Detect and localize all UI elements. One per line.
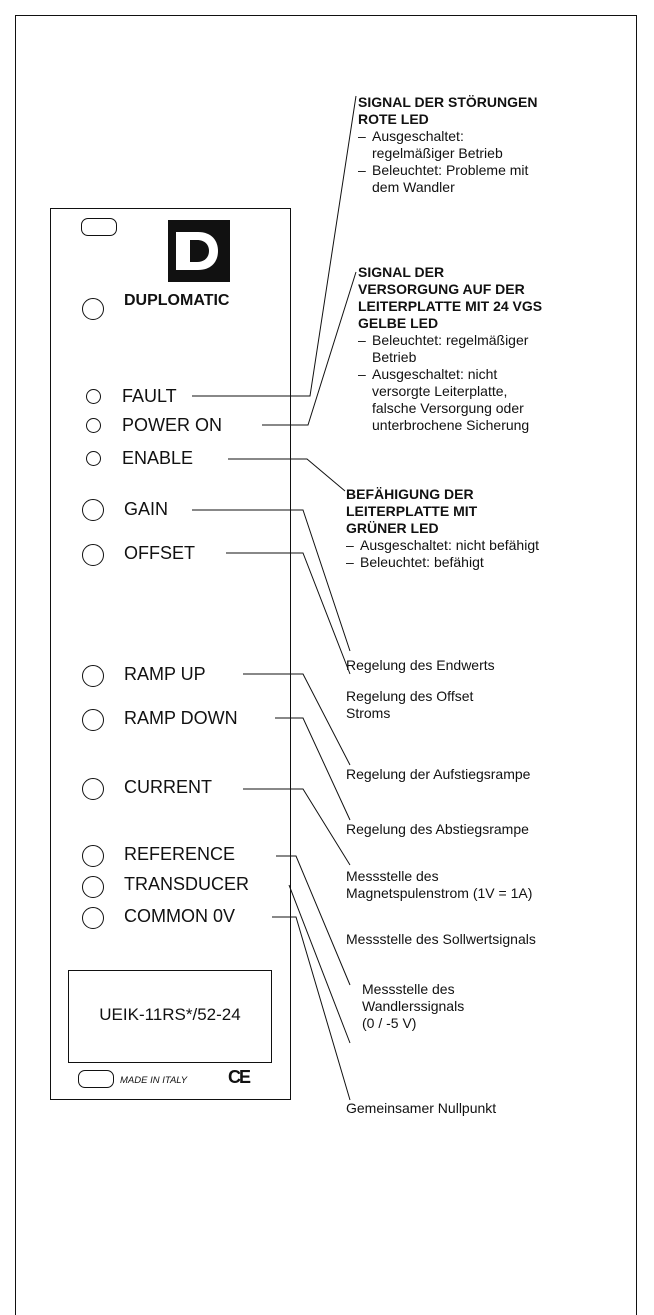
annotation-transducer-line-2: Wandlerssignals — [362, 998, 465, 1014]
annotation-power-bullet-1-line-2: Betrieb — [372, 349, 417, 365]
duplomatic-logo — [168, 220, 230, 282]
label-ramp-down: RAMP DOWN — [124, 708, 238, 728]
annotation-fault-title-1: SIGNAL DER STÖRUNGEN — [358, 94, 538, 110]
annotation-power-bullet-2-line-1: Ausgeschaltet: nicht — [372, 366, 498, 382]
annotation-current-line-1: Messstelle des — [346, 868, 439, 884]
annotation-enable-bullet-1: Ausgeschaltet: nicht befähigt — [346, 537, 539, 554]
annotation-enable-title-3: GRÜNER LED — [346, 520, 439, 536]
front-panel — [50, 208, 291, 1100]
model-code: UEIK-11RS*/52-24 — [99, 1005, 241, 1024]
pot-gain — [82, 499, 104, 521]
annotation-fault-bullet-1: Ausgeschaltet: regelmäßiger Betrieb — [358, 128, 537, 162]
annotation-reference: Messstelle des Sollwertsignals — [346, 931, 536, 948]
annotation-reference-line-1: Messstelle des Sollwertsignals — [346, 931, 536, 947]
annotation-ramp-down: Regelung des Abstiegsrampe — [346, 821, 529, 838]
annotation-fault-bullet-1-line-2: regelmäßiger Betrieb — [372, 145, 503, 161]
annotation-ramp-up: Regelung der Aufstiegsrampe — [346, 766, 530, 783]
label-power-on: POWER ON — [122, 415, 223, 435]
annotation-power-title-3: LEITERPLATTE MIT 24 VGS — [358, 298, 543, 314]
bottom-mounting-slot — [78, 1070, 114, 1088]
pot-ramp-up — [82, 665, 104, 687]
top-mounting-slot — [81, 218, 117, 236]
annotation-fault-bullet-2: Beleuchtet: Probleme mit dem Wandler — [358, 162, 537, 196]
page-frame — [15, 15, 637, 1315]
annotation-enable-bullet-1-line-1: Ausgeschaltet: nicht befähigt — [360, 537, 540, 553]
annotation-current-line-2: Magnetspulenstrom (1V = 1A) — [346, 885, 533, 901]
label-ramp-up: RAMP UP — [124, 664, 206, 684]
label-common: COMMON 0V — [124, 906, 236, 926]
annotation-common: Gemeinsamer Nullpunkt — [346, 1100, 496, 1117]
annotation-power-bullet-1: Beleuchtet: regelmäßiger Betrieb — [358, 332, 542, 366]
annotation-fault-bullet-1-line-1: Ausgeschaltet: — [372, 128, 464, 144]
label-transducer: TRANSDUCER — [124, 874, 250, 894]
pot-offset — [82, 544, 104, 566]
brand-led — [82, 298, 104, 320]
led-fault — [86, 389, 101, 404]
annotation-ramp-up-line-1: Regelung der Aufstiegsrampe — [346, 766, 531, 782]
annotation-current: Messstelle des Magnetspulenstrom (1V = 1… — [346, 868, 532, 902]
label-fault: FAULT — [122, 386, 177, 406]
testpoint-transducer — [82, 876, 104, 898]
testpoint-current — [82, 778, 104, 800]
brand-name: DUPLOMATIC — [124, 292, 230, 309]
annotation-transducer-line-1: Messstelle des — [362, 981, 455, 997]
annotation-power-title-1: SIGNAL DER — [358, 264, 445, 280]
led-power-on — [86, 418, 101, 433]
annotation-gain: Regelung des Endwerts — [346, 657, 495, 674]
annotation-transducer-line-3: (0 / -5 V) — [362, 1015, 417, 1031]
led-enable — [86, 451, 101, 466]
annotation-offset-line-1: Regelung des Offset — [346, 688, 474, 704]
annotation-power-bullet-2-line-2: versorgte Leiterplatte, — [372, 383, 508, 399]
annotation-enable-bullet-2-line-1: Beleuchtet: befähigt — [360, 554, 484, 570]
annotation-fault-bullet-2-line-1: Beleuchtet: Probleme mit — [372, 162, 529, 178]
annotation-power-title-4: GELBE LED — [358, 315, 439, 331]
label-offset: OFFSET — [124, 543, 195, 563]
made-in-italy: MADE IN ITALY — [120, 1075, 188, 1086]
annotation-transducer: Messstelle des Wandlerssignals (0 / -5 V… — [362, 981, 464, 1032]
ce-mark: CE — [228, 1067, 251, 1087]
annotation-fault: SIGNAL DER STÖRUNGEN ROTE LED Ausgeschal… — [358, 94, 537, 196]
testpoint-reference — [82, 845, 104, 867]
model-plate: UEIK-11RS*/52-24 — [68, 970, 272, 1063]
annotation-power-title-2: VERSORGUNG AUF DER — [358, 281, 525, 297]
label-enable: ENABLE — [122, 448, 194, 468]
annotation-enable-bullet-2: Beleuchtet: befähigt — [346, 554, 539, 571]
annotation-offset: Regelung des Offset Stroms — [346, 688, 473, 722]
label-reference: REFERENCE — [124, 844, 236, 864]
testpoint-common — [82, 907, 104, 929]
annotation-gain-line-1: Regelung des Endwerts — [346, 657, 495, 673]
annotation-enable-title-1: BEFÄHIGUNG DER — [346, 486, 474, 502]
annotation-offset-line-2: Stroms — [346, 705, 391, 721]
annotation-fault-bullet-2-line-2: dem Wandler — [372, 179, 455, 195]
annotation-power-bullet-2-line-4: unterbrochene Sicherung — [372, 417, 530, 433]
label-gain: GAIN — [124, 499, 169, 519]
pot-ramp-down — [82, 709, 104, 731]
annotation-enable: BEFÄHIGUNG DER LEITERPLATTE MIT GRÜNER L… — [346, 486, 539, 571]
annotation-common-line-1: Gemeinsamer Nullpunkt — [346, 1100, 497, 1116]
annotation-power-bullet-2-line-3: falsche Versorgung oder — [372, 400, 524, 416]
label-current: CURRENT — [124, 777, 212, 797]
annotation-power-bullet-2: Ausgeschaltet: nicht versorgte Leiterpla… — [358, 366, 542, 434]
annotation-enable-title-2: LEITERPLATTE MIT — [346, 503, 478, 519]
annotation-ramp-down-line-1: Regelung des Abstiegsrampe — [346, 821, 529, 837]
annotation-fault-title-2: ROTE LED — [358, 111, 429, 127]
annotation-power: SIGNAL DER VERSORGUNG AUF DER LEITERPLAT… — [358, 264, 542, 434]
annotation-power-bullet-1-line-1: Beleuchtet: regelmäßiger — [372, 332, 529, 348]
